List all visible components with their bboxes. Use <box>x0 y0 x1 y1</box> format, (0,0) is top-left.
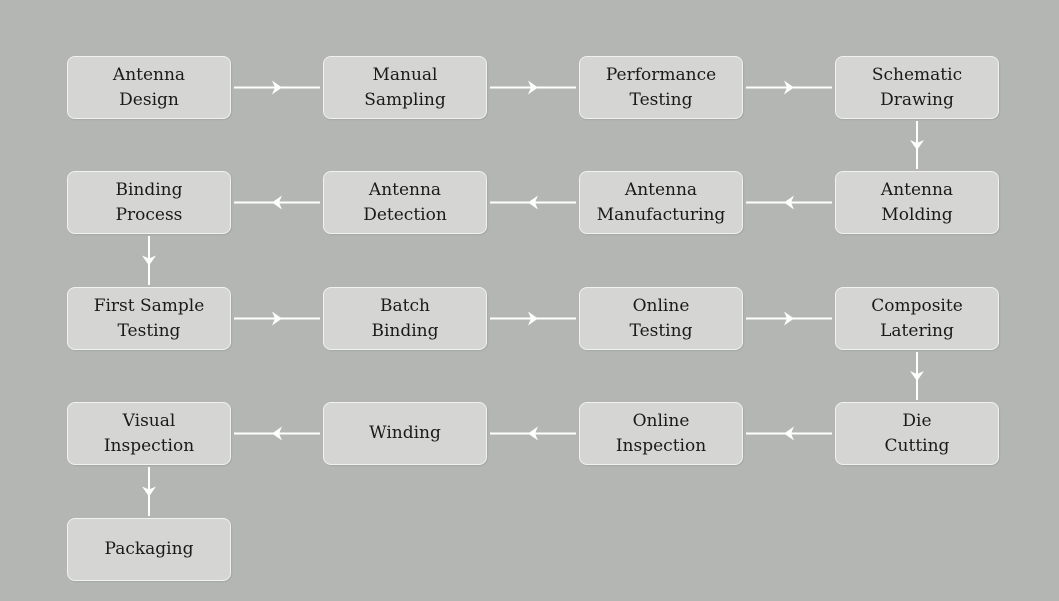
step-online-testing: Online Testing <box>579 287 743 350</box>
flow-arrow-manual-sampling-to-performance-testing <box>490 80 576 95</box>
step-visual-inspection: Visual Inspection <box>67 402 231 465</box>
step-packaging: Packaging <box>67 518 231 581</box>
flow-arrow-first-sample-testing-to-batch-binding <box>234 311 320 326</box>
flow-arrow-online-inspection-to-winding <box>490 426 576 441</box>
flow-arrow-winding-to-visual-inspection <box>234 426 320 441</box>
flow-arrow-visual-inspection-to-packaging <box>142 467 156 516</box>
step-die-cutting: Die Cutting <box>835 402 999 465</box>
step-composite-latering: Composite Latering <box>835 287 999 350</box>
step-manual-sampling: Manual Sampling <box>323 56 487 119</box>
flow-arrow-binding-process-to-first-sample-testing <box>142 236 156 285</box>
flow-arrow-antenna-molding-to-antenna-manufacturing <box>746 195 832 210</box>
step-antenna-design: Antenna Design <box>67 56 231 119</box>
step-schematic-drawing: Schematic Drawing <box>835 56 999 119</box>
step-winding: Winding <box>323 402 487 465</box>
step-online-inspection: Online Inspection <box>579 402 743 465</box>
flow-arrow-antenna-design-to-manual-sampling <box>234 80 320 95</box>
step-performance-testing: Performance Testing <box>579 56 743 119</box>
flow-arrow-die-cutting-to-online-inspection <box>746 426 832 441</box>
flow-arrow-antenna-manufacturing-to-antenna-detection <box>490 195 576 210</box>
step-antenna-molding: Antenna Molding <box>835 171 999 234</box>
step-binding-process: Binding Process <box>67 171 231 234</box>
flow-arrow-schematic-drawing-to-antenna-molding <box>910 121 924 169</box>
flow-arrow-performance-testing-to-schematic-drawing <box>746 80 832 95</box>
step-first-sample-testing: First Sample Testing <box>67 287 231 350</box>
flow-arrow-batch-binding-to-online-testing <box>490 311 576 326</box>
step-antenna-detection: Antenna Detection <box>323 171 487 234</box>
step-batch-binding: Batch Binding <box>323 287 487 350</box>
step-antenna-manufacturing: Antenna Manufacturing <box>579 171 743 234</box>
flow-arrow-antenna-detection-to-binding-process <box>234 195 320 210</box>
flow-arrow-composite-latering-to-die-cutting <box>910 352 924 400</box>
flow-arrow-online-testing-to-composite-latering <box>746 311 832 326</box>
